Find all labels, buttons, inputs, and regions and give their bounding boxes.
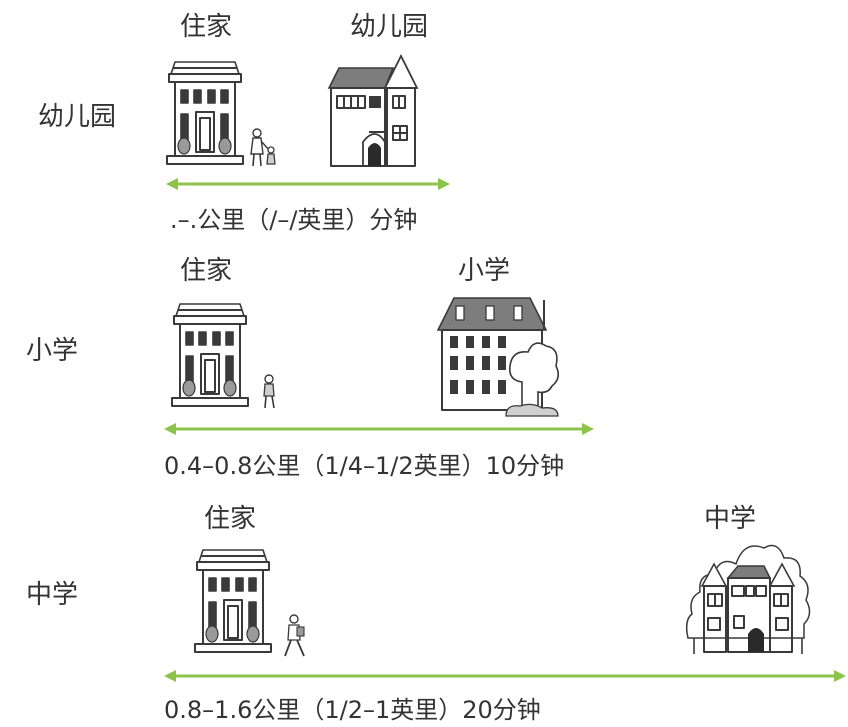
kindergarten-label: 幼儿园 bbox=[350, 12, 429, 42]
home-label-kindergarten: 住家 bbox=[180, 12, 233, 42]
home-label-primary: 住家 bbox=[180, 256, 233, 286]
kindergarten-building-icon bbox=[327, 53, 419, 167]
house-icon bbox=[194, 549, 272, 653]
secondary-school-label: 中学 bbox=[704, 504, 757, 534]
row-label-secondary: 中学 bbox=[26, 580, 79, 610]
child-walking-icon bbox=[250, 128, 276, 167]
home-label-secondary: 住家 bbox=[204, 504, 257, 534]
distance-label-kindergarten: .–.公里（/–/英里）分钟 bbox=[170, 206, 418, 234]
secondary-school-building-icon bbox=[685, 544, 811, 654]
distance-label-secondary: 0.8–1.6公里（1/2–1英里）20分钟 bbox=[164, 696, 541, 724]
primary-school-building-icon bbox=[436, 297, 560, 417]
child-walking-icon bbox=[284, 614, 305, 657]
row-label-primary: 小学 bbox=[26, 336, 79, 366]
house-icon bbox=[166, 61, 244, 165]
house-icon bbox=[171, 303, 249, 407]
row-label-kindergarten: 幼儿园 bbox=[38, 102, 117, 132]
distance-label-primary: 0.4–0.8公里（1/4–1/2英里）10分钟 bbox=[164, 452, 565, 480]
child-walking-icon bbox=[263, 374, 275, 409]
primary-school-label: 小学 bbox=[458, 256, 511, 286]
